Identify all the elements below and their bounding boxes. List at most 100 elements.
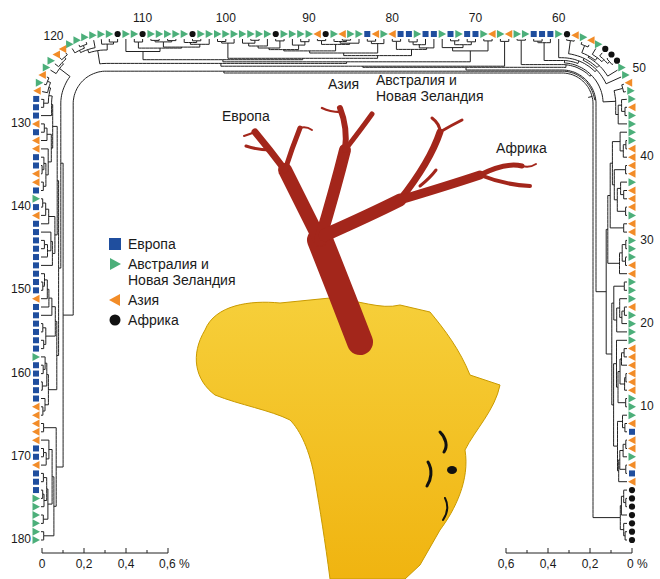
tip-number: 180 — [11, 533, 31, 547]
tip-square — [33, 246, 39, 252]
lake — [443, 498, 447, 520]
tip-dot — [323, 31, 329, 37]
scale-number: 0 % — [627, 558, 648, 572]
tip-triangle — [622, 71, 630, 79]
legend-swatch — [108, 237, 122, 251]
tip-triangle — [214, 30, 222, 38]
tip-triangle — [628, 95, 636, 103]
tip-square — [33, 396, 39, 402]
tip-triangle — [231, 30, 239, 38]
tip-square — [33, 129, 39, 135]
tip-number: 50 — [633, 62, 646, 76]
tree-branch — [440, 120, 462, 132]
tip-square — [472, 31, 478, 37]
tip-square — [33, 237, 39, 243]
tip-square — [33, 362, 39, 368]
tip-triangle — [628, 220, 636, 228]
tree-branch — [522, 164, 536, 167]
tip-triangle — [629, 328, 637, 336]
tip-triangle — [338, 30, 346, 38]
tip-number: 10 — [640, 400, 653, 414]
tip-dot — [273, 31, 279, 37]
tip-triangle — [33, 519, 41, 527]
tip-triangle — [628, 261, 636, 269]
tip-triangle — [629, 128, 637, 136]
tip-square — [33, 154, 39, 160]
scale-number: 0,6 — [498, 558, 515, 572]
tip-number: 20 — [640, 317, 653, 331]
tip-square — [629, 429, 635, 435]
tip-dot — [629, 487, 635, 493]
tree-branch — [246, 146, 270, 150]
tip-triangle — [629, 112, 637, 120]
tip-triangle — [347, 30, 355, 38]
tip-triangle — [53, 50, 61, 58]
lake — [447, 466, 457, 474]
tip-triangle — [629, 236, 637, 244]
scale-number: 0,6 % — [159, 558, 190, 572]
tip-triangle — [628, 353, 636, 361]
tip-triangle — [33, 528, 41, 536]
tip-triangle — [222, 30, 230, 38]
tip-triangle — [629, 295, 637, 303]
tree-branch — [400, 175, 480, 200]
tree-branch — [345, 114, 372, 150]
swatch-triangle — [110, 258, 121, 270]
tip-triangle — [264, 30, 272, 38]
tree-branch — [340, 108, 346, 150]
tip-dot — [629, 495, 635, 501]
tip-triangle — [629, 211, 637, 219]
tip-triangle — [32, 461, 40, 469]
tree-branch — [300, 127, 312, 130]
tip-triangle — [281, 30, 289, 38]
tip-triangle — [147, 30, 155, 38]
tip-number: 90 — [302, 12, 315, 26]
tip-triangle — [629, 395, 637, 403]
legend-swatch — [108, 313, 122, 327]
tip-number: 170 — [11, 450, 31, 464]
tip-triangle — [380, 30, 388, 38]
tip-triangle — [131, 30, 139, 38]
tip-triangle — [629, 453, 637, 461]
tip-triangle — [81, 33, 89, 41]
tip-triangle — [32, 436, 40, 444]
scale-number: 0,4 — [540, 558, 557, 572]
tip-number: 160 — [11, 367, 31, 381]
tip-number: 150 — [11, 283, 31, 297]
legend-swatch — [108, 257, 122, 271]
tip-triangle — [32, 428, 40, 436]
tip-dot — [629, 520, 635, 526]
tip-number: 130 — [11, 117, 31, 131]
tip-triangle — [628, 145, 636, 153]
tip-dot — [189, 31, 195, 37]
tip-square — [364, 31, 370, 37]
tip-triangle — [629, 137, 637, 145]
tip-square — [33, 204, 39, 210]
legend-text: Европа — [128, 236, 250, 252]
region-label: Африка — [496, 140, 547, 156]
tip-triangle — [628, 345, 636, 353]
tip-triangle — [488, 30, 496, 38]
tip-triangle — [480, 30, 488, 38]
tip-square — [406, 31, 412, 37]
tip-triangle — [36, 79, 44, 87]
tip-triangle — [629, 178, 637, 186]
tip-number: 100 — [216, 12, 236, 26]
legend-item: Африка — [108, 312, 250, 328]
tip-number: 70 — [469, 12, 482, 26]
tip-square — [547, 31, 553, 37]
scale-number: 0,4 — [118, 558, 135, 572]
tip-square — [33, 287, 39, 293]
tip-triangle — [587, 36, 595, 44]
tip-triangle — [522, 30, 530, 38]
tip-triangle — [628, 153, 636, 161]
tip-dot — [564, 31, 570, 37]
tip-triangle — [555, 30, 563, 38]
tip-triangle — [629, 311, 637, 319]
legend-item: Австралия и Новая Зеландия — [108, 256, 250, 288]
tip-triangle — [33, 87, 41, 95]
tip-triangle — [628, 378, 636, 386]
tip-triangle — [505, 30, 513, 38]
scale-bar — [42, 548, 632, 553]
tip-triangle — [571, 31, 579, 39]
